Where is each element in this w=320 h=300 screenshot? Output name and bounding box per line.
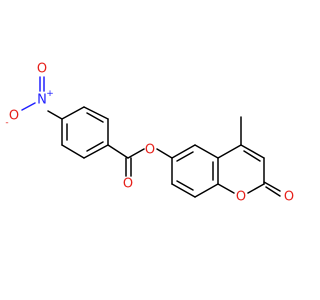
nitro-oxygen-left: O	[9, 109, 19, 124]
bond	[21, 102, 36, 111]
aromatic-bond	[176, 180, 194, 191]
positive-charge: +	[46, 89, 54, 99]
bond	[83, 106, 109, 120]
ester-group: O O	[107, 143, 173, 192]
bond	[171, 144, 196, 159]
coumarin-benzo-ring	[171, 144, 219, 198]
bond	[83, 144, 109, 159]
pyrone-ring: O	[217, 144, 265, 205]
bond	[217, 183, 235, 194]
negative-charge: -	[5, 118, 8, 128]
bond	[217, 144, 242, 159]
molecule-structure-diagram: N + O O - O O O	[5, 62, 294, 205]
bond	[194, 144, 219, 159]
lactone-carbonyl: O	[263, 181, 294, 205]
double-bond	[243, 150, 261, 162]
bond	[194, 183, 219, 198]
nitrophenyl-ring	[61, 106, 109, 159]
aromatic-bond	[176, 151, 194, 162]
double-bond	[265, 186, 281, 197]
ester-oxygen: O	[145, 143, 155, 158]
bond	[107, 144, 129, 159]
nitro-nitrogen: N	[37, 93, 47, 108]
bond	[247, 183, 265, 194]
aromatic-bond	[86, 112, 104, 123]
lactone-carbonyl-oxygen: O	[284, 190, 294, 205]
bond	[171, 183, 196, 198]
bond	[156, 148, 173, 159]
nitro-group: N + O O -	[5, 62, 63, 128]
aromatic-bond	[86, 141, 104, 152]
bond	[61, 106, 85, 120]
structure-canvas: N + O O - O O O	[5, 62, 294, 205]
bond	[127, 148, 145, 159]
double-bond	[263, 181, 281, 192]
ring-oxygen: O	[236, 190, 246, 205]
bond	[61, 144, 85, 159]
bond	[47, 110, 63, 120]
bond	[240, 144, 265, 159]
nitro-oxygen-top: O	[37, 62, 47, 77]
ester-carbonyl-oxygen: O	[123, 177, 133, 192]
